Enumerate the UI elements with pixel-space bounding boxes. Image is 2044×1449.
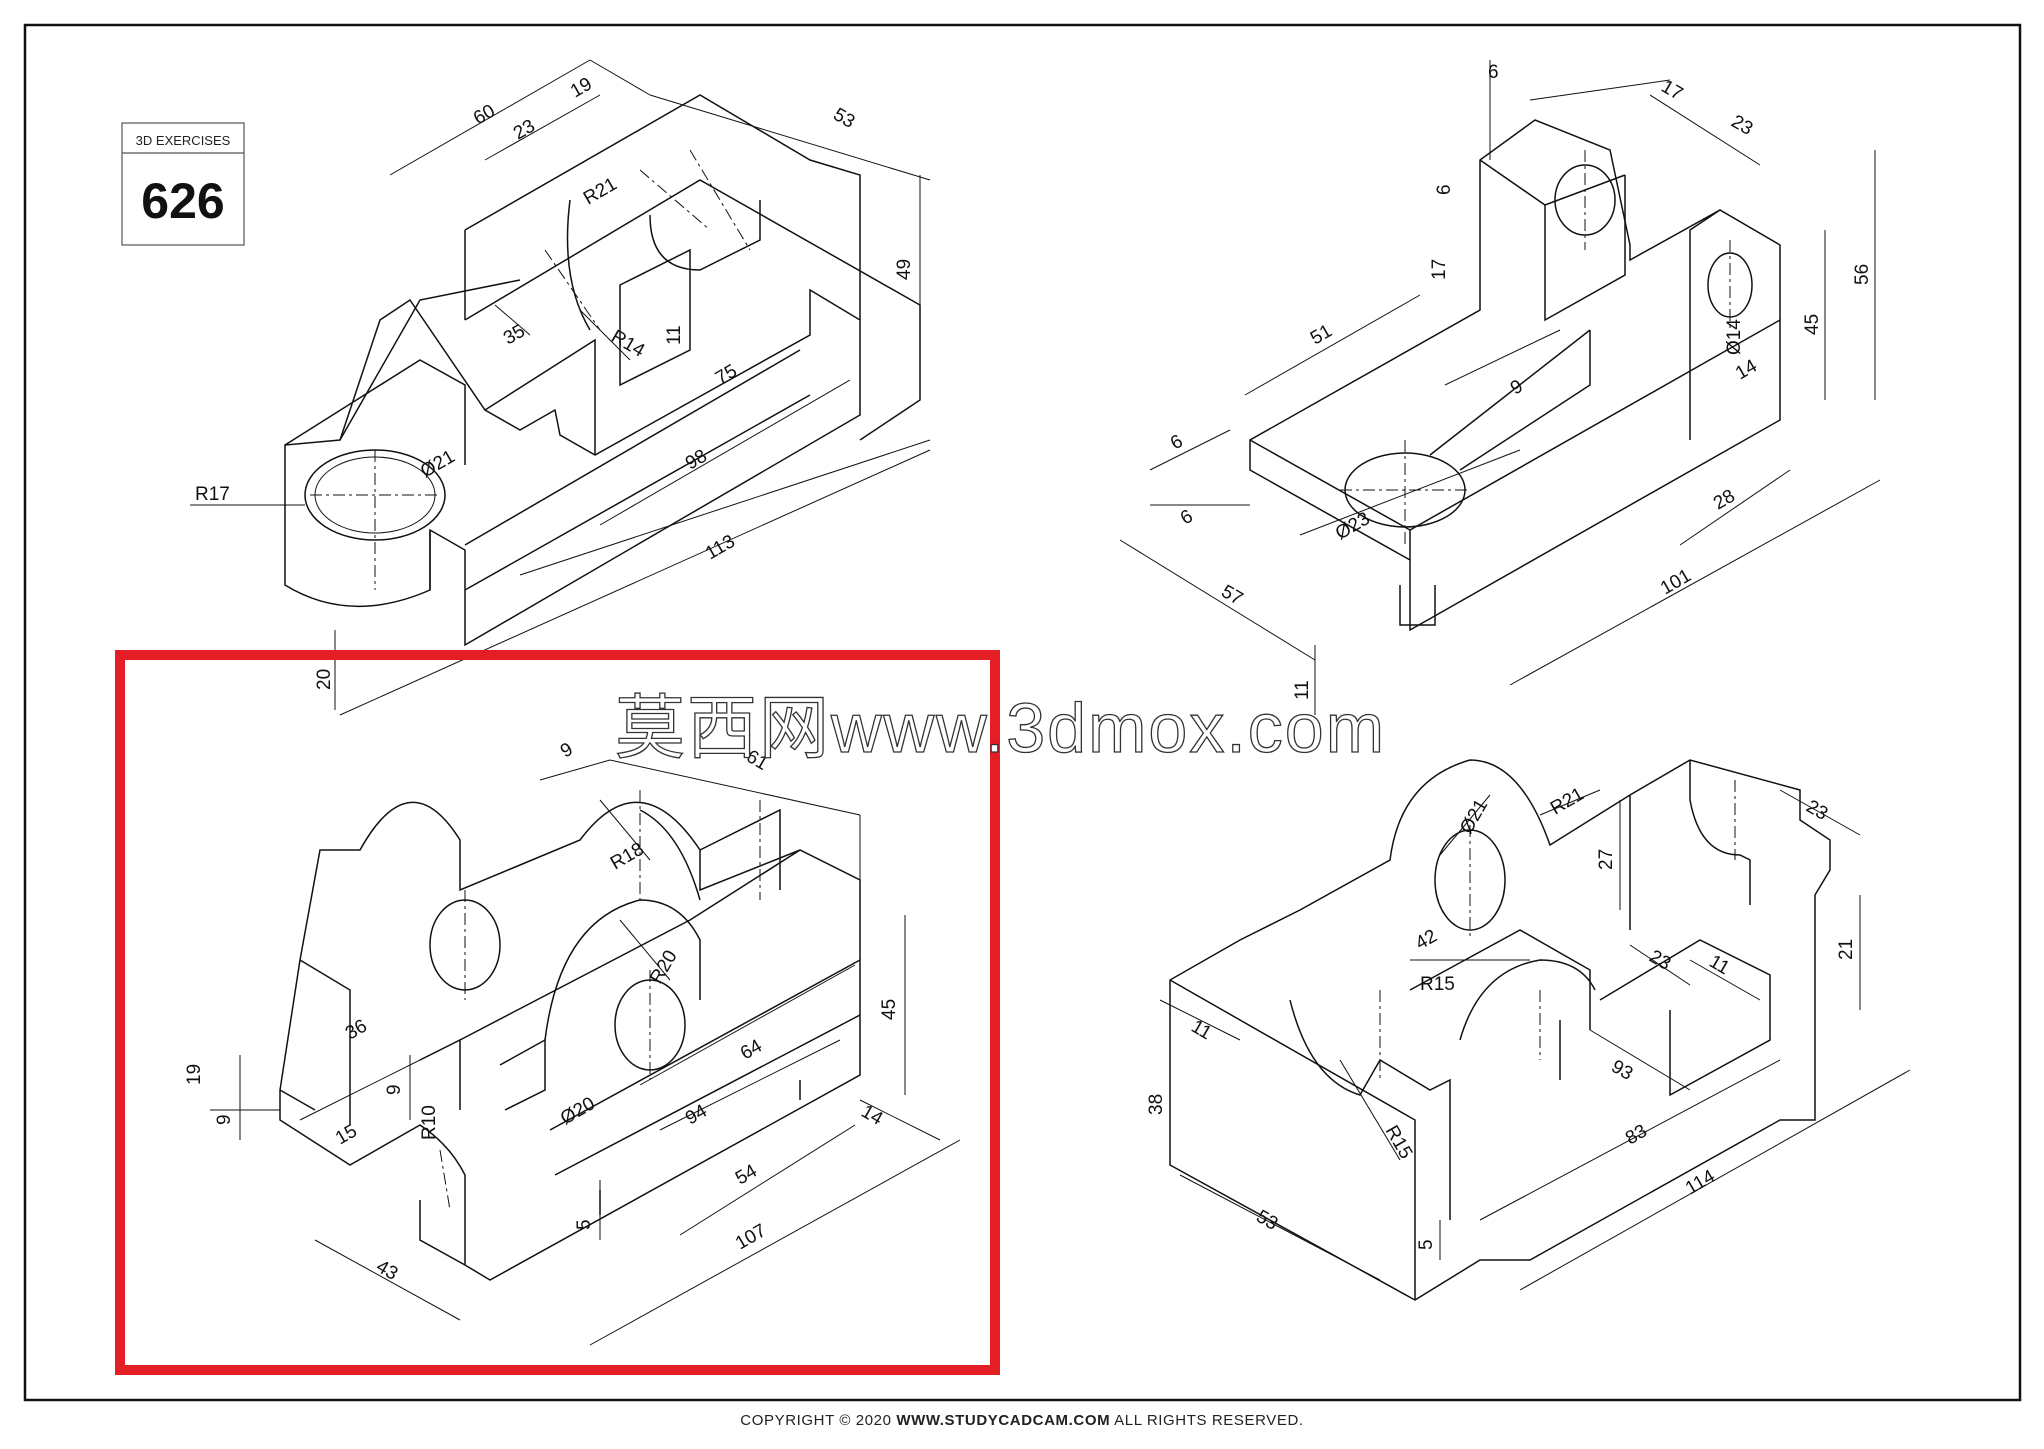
dim-label: 9: [384, 1084, 405, 1095]
dim-label: 14: [858, 1101, 887, 1130]
copyright-footer: COPYRIGHT © 2020 WWW.STUDYCADCAM.COM ALL…: [0, 1412, 2044, 1429]
dim-label: Ø20: [557, 1093, 599, 1129]
dim-label: 75: [712, 361, 741, 390]
dim-label: 53: [830, 104, 859, 133]
dim-label: 19: [567, 74, 596, 103]
view-top-right: 6 17 23 6 17 56 45 Ø14 14 51 9 6 6 Ø23 2…: [1119, 60, 1881, 715]
dim-label: 11: [1292, 680, 1313, 700]
footer-suffix: ALL RIGHTS RESERVED.: [1110, 1412, 1304, 1429]
dim-label: 11: [664, 325, 685, 345]
dim-label: 113: [702, 531, 739, 564]
dim-label: 60: [470, 101, 499, 130]
dim-label: 83: [1622, 1121, 1651, 1150]
dim-label: 5: [574, 1219, 595, 1230]
dim-label: 114: [1682, 1166, 1719, 1200]
dim-label: 20: [314, 669, 335, 690]
view-bottom-left: 9 61 R18 R20 45 64 36 19 9 9 R10 15 Ø20 …: [184, 739, 961, 1346]
dim-label: 11: [1188, 1016, 1216, 1044]
dim-label: 36: [342, 1016, 371, 1045]
dim-label: Ø21: [1456, 796, 1492, 838]
dim-label: R18: [607, 839, 648, 875]
dim-label: 9: [214, 1114, 235, 1125]
view-bottom-right: Ø21 R21 23 27 42 21 R15 23 11 11 38 93 R…: [1146, 759, 1911, 1301]
page-frame: [23, 23, 2022, 1402]
title-block: 3D EXERCISES 626: [121, 122, 245, 246]
dim-label: R10: [419, 1105, 440, 1140]
dim-label: R15: [1381, 1122, 1417, 1163]
dim-label: 14: [1732, 355, 1761, 384]
dim-label: 49: [894, 259, 915, 280]
watermark: 莫西网www.3dmox.com: [615, 689, 1386, 767]
dim-label: 15: [332, 1121, 361, 1150]
exercise-number: 626: [141, 173, 224, 229]
dim-label: 53: [1253, 1206, 1282, 1235]
dim-label: 17: [1658, 76, 1687, 105]
dim-label: 28: [1710, 486, 1739, 515]
dim-label: 6: [1434, 184, 1455, 195]
view-top-left: 60 19 53 23 R21 49 35 R14 11 75 98 Ø21 R…: [190, 59, 931, 716]
dim-label: 21: [1836, 939, 1857, 960]
dim-label: 23: [1728, 111, 1757, 140]
dim-label: R15: [1420, 974, 1455, 995]
dim-label: 23: [510, 116, 539, 145]
dim-label: Ø23: [1332, 508, 1374, 544]
dim-label: 98: [682, 446, 711, 475]
dim-label: R17: [195, 484, 230, 505]
dim-label: 64: [737, 1035, 766, 1064]
dim-label: 93: [1608, 1056, 1637, 1085]
dim-label: R21: [580, 174, 621, 210]
title-block-heading: 3D EXERCISES: [136, 133, 231, 148]
dim-label: 35: [500, 321, 529, 350]
dim-label: 45: [879, 999, 900, 1020]
dim-label: 56: [1852, 264, 1873, 285]
dim-label: 101: [1657, 565, 1695, 599]
dim-label: 9: [557, 739, 577, 762]
dim-label: 6: [1167, 431, 1187, 454]
footer-prefix: COPYRIGHT © 2020: [740, 1412, 897, 1429]
dim-label: 19: [184, 1064, 205, 1085]
dim-label: R14: [608, 326, 649, 362]
dim-label: 94: [682, 1100, 711, 1129]
dim-label: 11: [1706, 951, 1734, 979]
dim-label: 6: [1177, 506, 1197, 529]
dim-label: 27: [1596, 849, 1617, 870]
dim-label: 57: [1218, 581, 1247, 610]
dim-label: 5: [1416, 1239, 1437, 1250]
dim-label: 45: [1802, 314, 1823, 335]
dim-label: Ø21: [417, 446, 459, 482]
dim-label: 42: [1412, 926, 1441, 955]
dim-label: 17: [1429, 259, 1450, 280]
dim-label: R21: [1547, 784, 1588, 820]
footer-site: WWW.STUDYCADCAM.COM: [896, 1412, 1111, 1429]
dim-label: 107: [732, 1220, 770, 1254]
dim-label: 54: [732, 1160, 761, 1189]
dim-label: R20: [646, 947, 682, 988]
dim-label: 9: [1507, 376, 1527, 399]
highlight-box: [115, 650, 1000, 1375]
dim-label: 38: [1146, 1094, 1167, 1115]
dim-label: 23: [1803, 796, 1832, 825]
dim-label: 43: [373, 1256, 402, 1285]
dim-label: 6: [1488, 62, 1499, 83]
dim-label: Ø14: [1724, 319, 1745, 355]
